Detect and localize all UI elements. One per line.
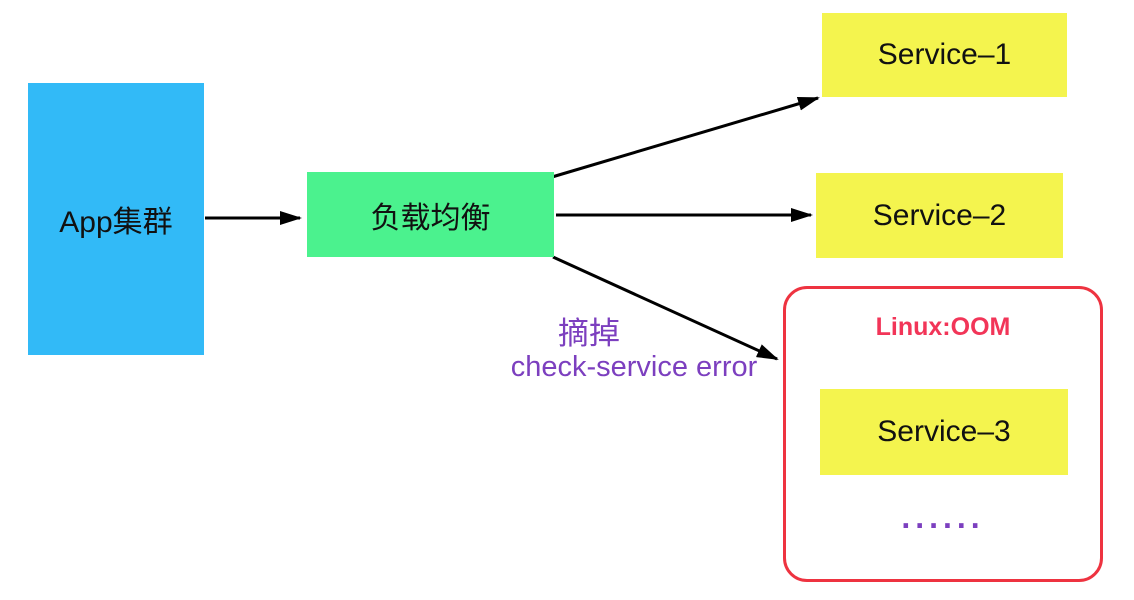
node-app-cluster-label: App集群 [59, 206, 173, 239]
node-service-2-label: Service–2 [872, 198, 1007, 232]
node-service-1: Service–1 [822, 13, 1067, 97]
node-service-2: Service–2 [816, 173, 1063, 258]
oom-group-title: Linux:OOM [875, 313, 1011, 341]
node-load-balancer: 负载均衡 [307, 172, 554, 257]
node-service-3: Service–3 [820, 389, 1068, 475]
node-load-balancer-label: 负载均衡 [370, 201, 491, 235]
node-service-3-label: Service–3 [877, 415, 1011, 448]
annotation-check-service-error: check-service error [510, 351, 758, 383]
oom-group: Linux:OOM Service–3 ...... [783, 286, 1103, 582]
annotation-remove: 摘掉 [558, 316, 620, 351]
edge-lb-to-service1 [551, 96, 820, 179]
ellipsis-label: ...... [901, 499, 985, 535]
node-app-cluster: App集群 [28, 83, 204, 355]
node-service-1-label: Service–1 [877, 38, 1012, 71]
